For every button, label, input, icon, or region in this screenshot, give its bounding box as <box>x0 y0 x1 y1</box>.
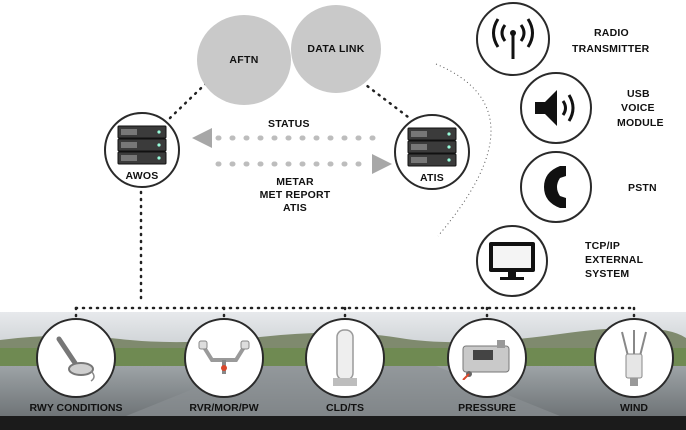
radio-node <box>476 2 550 76</box>
pstn-node <box>520 151 592 223</box>
atis-link-label: ATIS <box>283 202 307 214</box>
met-report-label: MET REPORT <box>259 189 331 201</box>
tcpip-label-3: SYSTEM <box>585 268 630 280</box>
metar-label: METAR <box>276 176 314 188</box>
wind-label: WIND <box>620 402 648 414</box>
usb-label-3: MODULE <box>617 117 664 129</box>
pressure-label: PRESSURE <box>458 402 516 414</box>
usb-voice-node <box>520 72 592 144</box>
antenna-icon <box>492 18 534 59</box>
speaker-icon <box>535 90 575 126</box>
radio-label-1: RADIO <box>594 27 629 39</box>
atis-node <box>394 114 470 190</box>
footer-bar <box>0 416 686 430</box>
server-icon <box>407 127 457 167</box>
rwy-conditions-label: RWY CONDITIONS <box>29 402 123 414</box>
usb-label-1: USB <box>627 88 650 100</box>
rvr-node <box>184 318 264 398</box>
tcpip-label-1: TCP/IP <box>585 240 621 252</box>
data-link-bubble: DATA LINK <box>291 5 381 93</box>
status-label: STATUS <box>268 118 310 130</box>
monitor-icon <box>489 242 535 280</box>
visibility-sensor-icon <box>198 340 250 374</box>
radio-label-2: TRANSMITTER <box>572 43 650 55</box>
rvr-label: RVR/MOR/PW <box>189 402 259 414</box>
aftn-bubble: AFTN <box>197 15 291 105</box>
tcpip-label-2: EXTERNAL <box>585 254 644 266</box>
pstn-label: PSTN <box>628 182 657 194</box>
probe-icon <box>56 336 95 382</box>
server-icon <box>117 125 167 165</box>
data-link-label: DATA LINK <box>307 43 365 55</box>
awos-node <box>104 112 180 188</box>
pressure-node <box>447 318 527 398</box>
ceilometer-icon <box>333 329 357 386</box>
cld-ts-label: CLD/TS <box>326 402 364 414</box>
rwy-conditions-node <box>36 318 116 398</box>
tcpip-node <box>476 225 548 297</box>
awos-label: AWOS <box>125 170 159 182</box>
phone-icon <box>544 166 566 208</box>
wind-node <box>594 318 674 398</box>
aftn-label: AFTN <box>229 54 259 66</box>
anemometer-icon <box>621 330 647 386</box>
usb-label-2: VOICE <box>621 102 655 114</box>
pressure-sensor-icon <box>462 340 510 380</box>
atis-label: ATIS <box>420 172 444 184</box>
cld-ts-node <box>305 318 385 398</box>
